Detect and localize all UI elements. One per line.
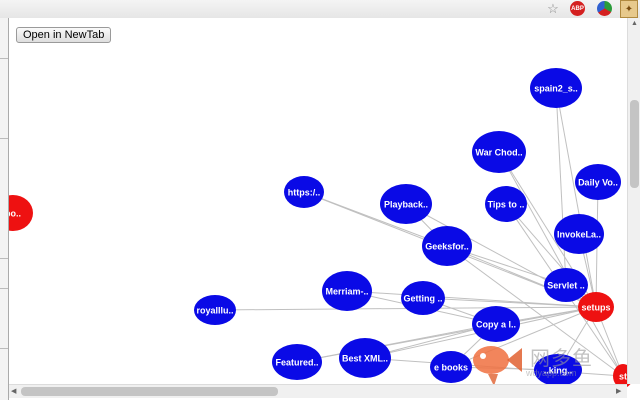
graph-node-circle[interactable] xyxy=(485,186,527,222)
bookmark-star-icon[interactable]: ☆ xyxy=(547,1,559,16)
graph-node-circle[interactable] xyxy=(578,292,614,322)
graph-node-label: e books xyxy=(434,362,468,372)
graph-node-warchod[interactable]: War Chod.. xyxy=(472,131,526,173)
graph-node-label: setups xyxy=(581,302,610,312)
graph-edge xyxy=(422,297,597,308)
graph-node-label: bo.. xyxy=(9,208,21,218)
scroll-right-arrow-icon[interactable]: ▶ xyxy=(616,388,622,395)
graph-node-featured[interactable]: Featured.. xyxy=(272,344,322,380)
graph-node-circle[interactable] xyxy=(472,131,526,173)
graph-nodes: spain2_s.. War Chod.. Daily Vo.. https:/.. P… xyxy=(9,68,633,388)
extension-popup: spain2_s.. War Chod.. Daily Vo.. https:/.. P… xyxy=(8,18,640,400)
graph-node-https[interactable]: https:/.. xyxy=(284,176,324,208)
scroll-up-arrow-icon[interactable]: ▲ xyxy=(631,20,638,27)
graph-node-label: Servlet .. xyxy=(547,280,585,290)
graph-node-tipsto[interactable]: Tips to .. xyxy=(485,186,527,222)
graph-node-circle[interactable] xyxy=(322,271,372,311)
vertical-scrollbar[interactable]: ▲ xyxy=(627,18,640,384)
graph-node-ebooks[interactable]: e books xyxy=(430,351,472,383)
vertical-scroll-thumb[interactable] xyxy=(630,100,639,188)
graph-node-circle[interactable] xyxy=(284,176,324,208)
graph-node-copyal[interactable]: Copy a l.. xyxy=(472,306,520,342)
graph-node-circle[interactable] xyxy=(430,351,472,383)
graph-node-circle[interactable] xyxy=(534,354,582,386)
graph-node-invokela[interactable]: InvokeLa.. xyxy=(554,214,604,254)
graph-node-circle[interactable] xyxy=(472,306,520,342)
scroll-left-arrow-icon[interactable]: ◀ xyxy=(11,388,17,395)
graph-node-geeksfor[interactable]: Geeksfor.. xyxy=(422,226,472,266)
horizontal-scrollbar[interactable]: ◀ ▶ xyxy=(9,384,627,398)
graph-node-label: st xyxy=(619,371,627,381)
graph-node-circle[interactable] xyxy=(575,164,621,200)
graph-node-wmnode[interactable]: ..king.. xyxy=(534,354,582,386)
graph-edge xyxy=(364,357,624,377)
graph-node-circle[interactable] xyxy=(401,281,445,315)
graph-edge xyxy=(446,245,624,377)
graph-node-label: Best XML.. xyxy=(342,353,388,363)
graph-node-circle[interactable] xyxy=(339,338,391,378)
graph-node-label: Playback.. xyxy=(384,199,428,209)
history-graph: spain2_s.. War Chod.. Daily Vo.. https:/.. P… xyxy=(9,68,633,388)
graph-node-label: Getting .. xyxy=(404,293,443,303)
graph-node-setups[interactable]: setups xyxy=(578,292,614,322)
graph-edge xyxy=(555,87,597,308)
open-in-newtab-button[interactable]: Open in NewTab xyxy=(16,27,112,43)
graph-node-label: Geeksfor.. xyxy=(425,241,469,251)
graph-node-circle[interactable] xyxy=(422,226,472,266)
browser-toolbar: ☆ ABP ✦ xyxy=(0,0,640,19)
graph-node-spain2[interactable]: spain2_s.. xyxy=(530,68,582,108)
graph-node-label: Merriam-.. xyxy=(325,286,368,296)
graph-node-circle[interactable] xyxy=(9,195,33,231)
horizontal-scroll-thumb[interactable] xyxy=(21,387,278,396)
graph-node-label: Tips to .. xyxy=(488,199,525,209)
graph-node-circle[interactable] xyxy=(380,184,432,224)
graph-node-leftred[interactable]: bo.. xyxy=(9,195,33,231)
graph-node-circle[interactable] xyxy=(554,214,604,254)
graph-node-merriam[interactable]: Merriam-.. xyxy=(322,271,372,311)
graph-edge xyxy=(555,87,567,286)
graph-node-label: InvokeLa.. xyxy=(557,229,601,239)
graph-node-label: https:/.. xyxy=(288,187,321,197)
graph-node-playback[interactable]: Playback.. xyxy=(380,184,432,224)
graph-node-label: royalllu.. xyxy=(196,305,233,315)
graph-node-label: Featured.. xyxy=(275,357,318,367)
graph-node-dailyvo[interactable]: Daily Vo.. xyxy=(575,164,621,200)
graph-node-label: Copy a l.. xyxy=(476,319,516,329)
history-graph-extension-icon[interactable]: ✦ xyxy=(620,0,638,18)
graph-node-circle[interactable] xyxy=(272,344,322,380)
graph-node-label: Daily Vo.. xyxy=(578,177,618,187)
graph-node-circle[interactable] xyxy=(194,295,236,325)
graph-edge xyxy=(214,306,597,311)
graph-node-bestxml[interactable]: Best XML.. xyxy=(339,338,391,378)
graph-edge xyxy=(346,290,597,308)
graph-node-royalllu[interactable]: royalllu.. xyxy=(194,295,236,325)
graph-edge xyxy=(296,323,497,363)
graph-edge xyxy=(498,151,624,377)
graph-node-label: War Chod.. xyxy=(475,147,522,157)
graph-node-label: spain2_s.. xyxy=(534,83,578,93)
graph-node-getting[interactable]: Getting .. xyxy=(401,281,445,315)
graph-node-circle[interactable] xyxy=(544,268,588,302)
extension-icon[interactable] xyxy=(597,1,612,16)
graph-node-circle[interactable] xyxy=(530,68,582,108)
graph-node-label: ..king.. xyxy=(544,365,573,375)
graph-node-servlet[interactable]: Servlet .. xyxy=(544,268,588,302)
adblock-plus-icon[interactable]: ABP xyxy=(570,1,585,16)
